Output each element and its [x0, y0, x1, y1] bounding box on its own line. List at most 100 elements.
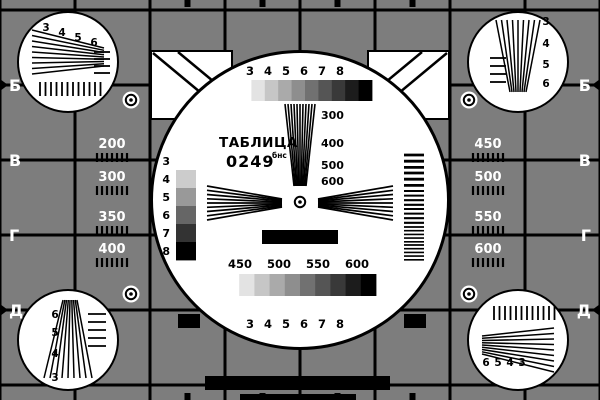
card-number: 0249: [226, 152, 275, 171]
corner-number: 5: [74, 32, 81, 44]
resolution-fan: [31, 29, 105, 75]
wedge-label: 500: [321, 159, 344, 172]
corner-number: 3: [518, 357, 525, 369]
definition-stripe-column-right: [404, 152, 424, 261]
frequency-label: 400: [98, 242, 125, 257]
wedge-label: 300: [321, 109, 344, 122]
vertical-resolution-wedge: [284, 103, 316, 187]
card-number-suffix: бнс: [272, 151, 287, 160]
frequency-label: 500: [474, 170, 501, 185]
row-letter: В: [9, 151, 21, 170]
grating-lines: [94, 51, 110, 74]
scale-number: 7: [318, 317, 326, 331]
resolution-fan: [43, 299, 93, 379]
row-letter: Г: [9, 226, 19, 245]
gray-number: 7: [162, 227, 170, 240]
corner-number: 4: [58, 27, 65, 39]
row-letters-left: Б В Г Д: [9, 76, 23, 320]
corner-number: 4: [542, 38, 549, 50]
top-right-circle-numbers: 3 4 5 6: [542, 16, 549, 90]
scale-number: 8: [336, 317, 344, 331]
corner-number: 6: [51, 309, 58, 321]
top-scale-numbers: 3 4 5 6 7 8: [246, 64, 344, 78]
row-letter: Д: [9, 301, 23, 320]
row-letter: Д: [577, 301, 591, 320]
corner-number: 4: [506, 357, 513, 369]
gray-number: 4: [162, 173, 170, 186]
corner-number: 5: [542, 59, 549, 71]
frequency-label: 450: [474, 137, 501, 152]
convergence-marker: [460, 285, 478, 303]
gray-scale-numbers: 3 4 5 6 7 8: [162, 155, 170, 258]
black-square-marker: [178, 314, 200, 328]
convergence-marker: [122, 285, 140, 303]
gray-number: 5: [162, 191, 170, 204]
wedge-label: 400: [321, 137, 344, 150]
grating-lines: [88, 313, 106, 347]
frequency-label: 350: [98, 210, 125, 225]
convergence-marker-center: [291, 193, 309, 211]
corner-circle-bottom-left: [17, 289, 119, 391]
corner-number: 6: [542, 78, 549, 90]
horizontal-resolution-wedge-right: [317, 185, 394, 221]
frequency-label: 600: [474, 242, 501, 257]
corner-circle-top-right: [467, 11, 569, 113]
horizontal-wedge-labels: 450 500 550 600: [228, 257, 369, 271]
bottom-right-circle-numbers: 6 5 4 3: [482, 357, 525, 369]
grayscale-column-left: [176, 152, 196, 261]
black-square-marker: [404, 314, 426, 328]
bottom-black-bars: [205, 376, 390, 400]
gray-number: 6: [162, 209, 170, 222]
top-left-circle-numbers: 3 4 5 6: [42, 22, 97, 49]
resolution-fan: [495, 19, 541, 93]
row-letter: Г: [581, 226, 591, 245]
corner-circle-bottom-right: [467, 289, 569, 391]
corner-circle: [17, 289, 119, 391]
gray-number: 8: [162, 245, 170, 258]
row-letter: Б: [579, 76, 591, 95]
card-title: ТАБЛИЦА: [219, 135, 298, 151]
right-frequency-labels: 450 500 550 600: [474, 137, 501, 257]
row-letter: Б: [9, 76, 21, 95]
scale-number: 4: [264, 64, 272, 78]
scale-number: 8: [336, 64, 344, 78]
resolution-fan: [481, 327, 555, 373]
grating-lines: [490, 57, 506, 83]
grayscale-staircase-bottom: [224, 274, 377, 296]
frequency-label: 200: [98, 137, 125, 152]
bottom-left-circle-numbers: 6 5 4 3: [51, 309, 58, 384]
wedge-label: 600: [345, 257, 369, 271]
corner-number: 3: [542, 16, 549, 28]
bottom-black-bar: [205, 376, 390, 390]
wedge-label: 600: [321, 175, 344, 188]
bottom-black-bar: [240, 394, 356, 400]
corner-number: 5: [494, 357, 501, 369]
convergence-marker: [122, 91, 140, 109]
bottom-scale-numbers: 3 4 5 6 7 8: [246, 317, 344, 331]
convergence-marker: [460, 91, 478, 109]
scale-number: 7: [318, 64, 326, 78]
edge-arrow-icon: [592, 79, 600, 91]
edge-arrow-icon: [592, 304, 600, 316]
grayscale-staircase-top: [238, 80, 373, 101]
corner-number: 6: [482, 357, 489, 369]
tick-group: [493, 306, 556, 320]
corner-number: 5: [51, 327, 58, 339]
edge-arrow-icon: [0, 304, 8, 316]
scale-number: 6: [300, 64, 308, 78]
row-letters-right: Б В Г Д: [577, 76, 591, 320]
frequency-label: 300: [98, 170, 125, 185]
edge-arrow-icon: [0, 79, 8, 91]
gray-number: 3: [162, 155, 170, 168]
scale-number: 3: [246, 317, 254, 331]
scale-number: 6: [300, 317, 308, 331]
corner-circle-top-left: [17, 11, 119, 113]
scale-number: 4: [264, 317, 272, 331]
frequency-label: 550: [474, 210, 501, 225]
row-letter: В: [579, 151, 591, 170]
wedge-label: 550: [306, 257, 330, 271]
scale-number: 5: [282, 317, 290, 331]
wedge-label: 500: [267, 257, 291, 271]
wedge-label: 450: [228, 257, 252, 271]
